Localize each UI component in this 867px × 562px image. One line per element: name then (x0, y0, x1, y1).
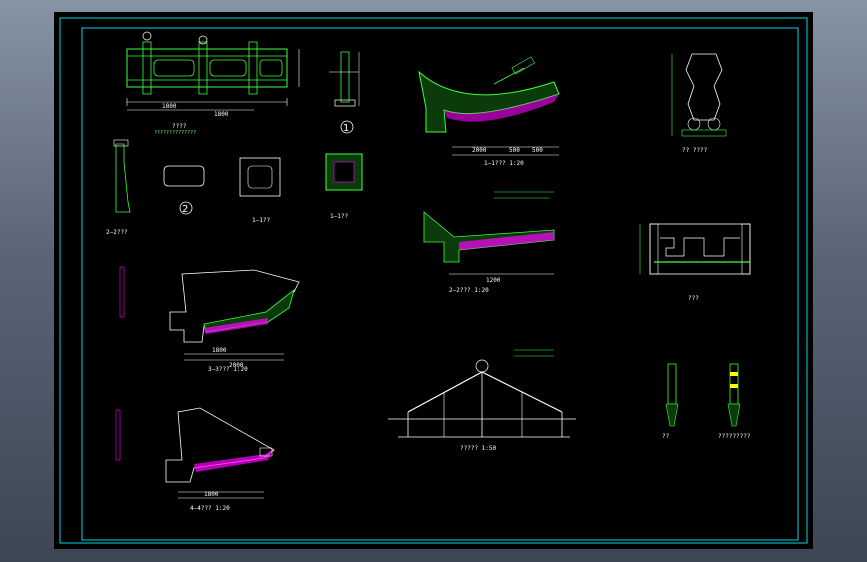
eave1-title: 1—1??? 1:20 (484, 160, 524, 167)
baluster-title: ?? ???? (682, 147, 708, 154)
railing-title: ???? (172, 123, 187, 130)
truss-title: ????? 1:50 (460, 445, 497, 452)
outer-frame (59, 17, 808, 544)
drawing-sheet: 1800 1800 ???? ?????????????? 1 2000 500… (59, 17, 808, 544)
eave4-title: 4—4??? 1:20 (190, 505, 230, 512)
inner-frame (81, 27, 799, 541)
eave3-dim-1800: 1800 (212, 347, 227, 354)
eave2-title: 2—2??? 1:20 (449, 287, 489, 294)
eave1-dim-2000: 2000 (472, 147, 487, 154)
eave-section-3: 1800 2000 3—3??? 1:20 (119, 266, 300, 373)
post-1-title: ?? (662, 433, 670, 440)
eave-section-1: 2000 500 500 1—1??? 1:20 (418, 56, 560, 167)
eave3-title: 3—3??? 1:20 (208, 366, 248, 373)
eave-section-4: 1800 4—4??? 1:20 (115, 407, 275, 512)
eave3-dim-2000: 2000 (229, 362, 244, 369)
railing-elevation: 1800 1800 ???? ?????????????? (126, 31, 300, 136)
panel-title: ??? (688, 295, 699, 302)
plan-small-2-title: 1—1?? (330, 213, 348, 220)
eave1-dim-500a: 500 (509, 147, 520, 154)
small-detail-row: 2—2??? 2 1—1?? 1—1?? (106, 139, 363, 236)
dim-1800-a: 1800 (162, 103, 177, 110)
lattice-panel: ??? (639, 223, 751, 302)
railing-subtitle: ?????????????? (154, 130, 196, 136)
post-2-title: ????????? (718, 433, 751, 440)
eave1-dim-500b: 500 (532, 147, 543, 154)
eave-section-2: 1200 2—2??? 1:20 (423, 191, 555, 294)
eave4-dim-1800: 1800 (204, 491, 219, 498)
detail-2-number: 2 (182, 204, 188, 215)
truss-elevation: ????? 1:50 (388, 349, 576, 452)
detail-1-number: 1 (343, 123, 349, 134)
cad-viewport[interactable]: 1800 1800 ???? ?????????????? 1 2000 500… (54, 12, 813, 549)
dim-1800-b: 1800 (214, 111, 229, 118)
eave2-dim-1200: 1200 (486, 277, 501, 284)
post-details: ?? ????????? (662, 363, 751, 440)
baluster-detail: ?? ???? (671, 53, 727, 154)
plan-small-1-title: 1—1?? (252, 217, 270, 224)
small-section-title: 2—2??? (106, 229, 128, 236)
post-section-detail-1: 1 (329, 51, 360, 134)
